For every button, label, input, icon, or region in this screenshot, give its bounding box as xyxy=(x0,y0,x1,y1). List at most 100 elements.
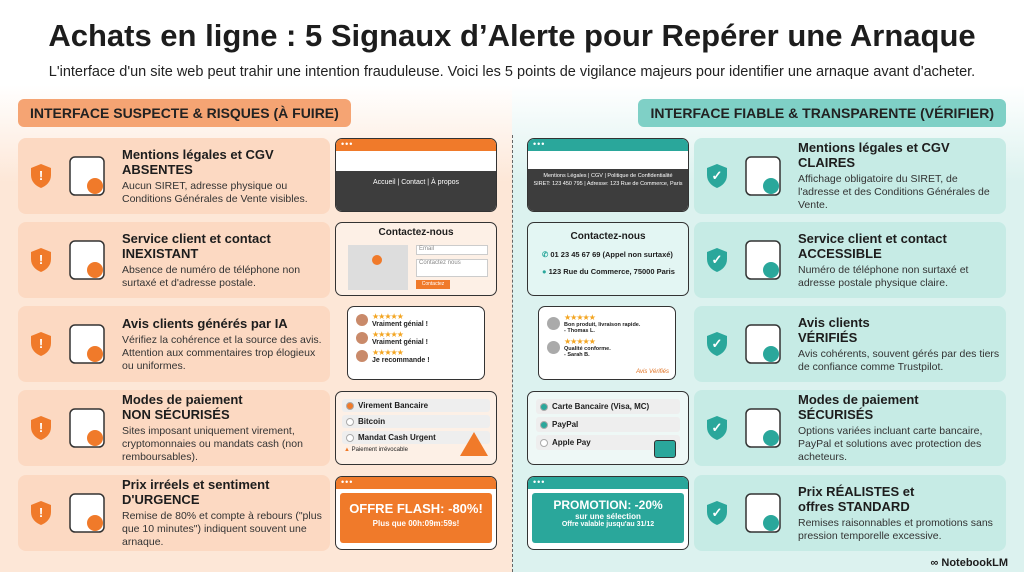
payment-option[interactable]: PayPal xyxy=(536,417,680,432)
check-shield-icon: ✓ xyxy=(707,501,727,525)
svg-text:!: ! xyxy=(39,168,43,183)
calendar-icon xyxy=(745,493,781,533)
payment-warning: Paiement irrévocable xyxy=(351,447,408,453)
review-author: - Thomas L. xyxy=(564,328,595,334)
good-footer-links: Mentions Légales | CGV | Politique de Co… xyxy=(543,173,673,179)
card-emphasis: INEXISTANT xyxy=(122,245,199,261)
card-description: Avis cohérents, souvent gérés par des ti… xyxy=(798,347,1000,373)
card-title: Avis clients xyxy=(798,314,870,330)
card-emphasis: ACCESSIBLE xyxy=(798,245,882,261)
review-author: - Sarah B. xyxy=(564,352,590,358)
card-title: Service client et contact xyxy=(122,230,271,246)
card-description: Aucun SIRET, adresse physique ou Conditi… xyxy=(122,179,308,205)
phone-number: 01 23 45 67 69 (Appel non surtaxé) xyxy=(550,250,673,259)
check-icon[interactable] xyxy=(540,438,548,447)
warning-triangle-icon xyxy=(460,432,488,456)
svg-text:!: ! xyxy=(39,252,43,267)
phone-icon xyxy=(69,240,105,280)
payment-option[interactable]: Carte Bancaire (Visa, MC) xyxy=(536,399,680,414)
good-footer-siret: SIRET: 123 450 795 | Adresse: 123 Rue de… xyxy=(533,181,683,187)
email-input[interactable]: Email xyxy=(416,245,488,255)
card-emphasis: VÉRIFIÉS xyxy=(798,329,858,345)
payment-option[interactable]: Bitcoin xyxy=(342,415,490,428)
card-emphasis: ABSENTES xyxy=(122,161,193,177)
brand-name: NotebookLM xyxy=(941,557,1008,569)
stars-icon: ★★★★★ xyxy=(372,330,404,339)
radio-icon[interactable] xyxy=(346,401,354,410)
review-item: ★★★★★Vraiment génial ! xyxy=(356,330,476,346)
svg-text:✓: ✓ xyxy=(712,420,723,435)
message-input[interactable]: Contactez nous xyxy=(416,259,488,277)
document-icon xyxy=(69,156,105,196)
radio-icon[interactable] xyxy=(346,433,354,442)
svg-text:✓: ✓ xyxy=(712,336,723,351)
card-title: Prix RÉALISTES et xyxy=(798,483,915,499)
promotion-validity: Offre valable jusqu'au 31/12 xyxy=(561,521,655,528)
promotion-title[interactable]: PROMOTION: -20% xyxy=(553,498,663,512)
payment-label: Mandat Cash Urgent xyxy=(358,433,436,442)
coins-icon xyxy=(69,408,105,448)
left-section-header: INTERFACE SUSPECTE & RISQUES (À FUIRE) xyxy=(18,99,351,127)
document-icon xyxy=(745,156,781,196)
radio-icon[interactable] xyxy=(346,417,354,426)
stars-icon: ★★★★★ xyxy=(372,312,404,321)
contact-title: Contactez-nous xyxy=(378,227,454,238)
card-title: Mentions légales et CGV xyxy=(122,146,274,162)
phone-icon: ✆ xyxy=(542,250,551,259)
warning-shield-icon: ! xyxy=(31,332,51,356)
notebooklm-brand: ∞ NotebookLM xyxy=(930,557,1008,569)
avatar-icon xyxy=(356,332,368,344)
check-icon[interactable] xyxy=(540,420,548,429)
warning-shield-icon: ! xyxy=(31,248,51,272)
check-shield-icon: ✓ xyxy=(707,164,727,188)
payment-label: Virement Bancaire xyxy=(358,401,429,410)
stars-icon: ★★★★★ xyxy=(372,348,404,357)
flash-offer-title[interactable]: OFFRE FLASH: -80%! xyxy=(349,501,483,516)
card-title: Modes de paiement xyxy=(798,392,919,407)
payment-option[interactable]: Virement Bancaire xyxy=(342,399,490,412)
warning-shield-icon: ! xyxy=(31,164,51,188)
payment-label: PayPal xyxy=(552,420,579,429)
payment-option[interactable]: Apple Pay xyxy=(536,435,680,450)
bad-reviews-mock: ★★★★★Vraiment génial !★★★★★Vraiment géni… xyxy=(347,306,485,380)
avatar-icon xyxy=(547,341,560,354)
check-shield-icon: ✓ xyxy=(707,332,727,356)
promotion-scope: sur une sélection xyxy=(575,512,641,521)
card-emphasis: CLAIRES xyxy=(798,155,856,170)
right-section-header: INTERFACE FIABLE & TRANSPARENTE (VÉRIFIE… xyxy=(638,99,1006,127)
send-button[interactable]: Contactez xyxy=(416,280,450,289)
center-divider xyxy=(512,135,513,572)
check-shield-icon: ✓ xyxy=(707,248,727,272)
bad-footer-links: Accueil | Contact | À propos xyxy=(336,171,496,211)
review-item: ★★★★★Je recommande ! xyxy=(356,348,476,364)
card-title: Mentions légales et CGV xyxy=(798,140,950,155)
avatar-icon xyxy=(356,350,368,362)
robot-icon xyxy=(69,324,105,364)
warning-shield-icon: ! xyxy=(31,416,51,440)
check-icon[interactable] xyxy=(540,402,548,411)
card-description: Absence de numéro de téléphone non surta… xyxy=(122,263,301,289)
card-emphasis: SÉCURISÉS xyxy=(798,407,874,422)
payment-option[interactable]: Mandat Cash Urgent xyxy=(342,431,490,444)
promotion-mock: ••• PROMOTION: -20% sur une sélection Of… xyxy=(527,476,689,550)
review-text: Vraiment génial ! xyxy=(372,339,429,346)
card-title: Modes de paiement xyxy=(122,392,243,407)
warning-shield-icon: ! xyxy=(31,501,51,525)
card-emphasis: NON SÉCURISÉS xyxy=(122,407,230,422)
review-item: ★★★★★Qualité conforme.- Sarah B. xyxy=(547,337,667,358)
card-description: Vérifiez la cohérence et la source des a… xyxy=(122,333,322,372)
page-title: Achats en ligne : 5 Signaux d’Alerte pou… xyxy=(48,18,976,53)
card-emphasis: offres STANDARD xyxy=(798,498,910,514)
card-description: Remises raisonnables et promotions sans … xyxy=(798,516,993,542)
payment-label: Bitcoin xyxy=(358,417,386,426)
stars-icon: ★★★★★ xyxy=(564,337,596,346)
